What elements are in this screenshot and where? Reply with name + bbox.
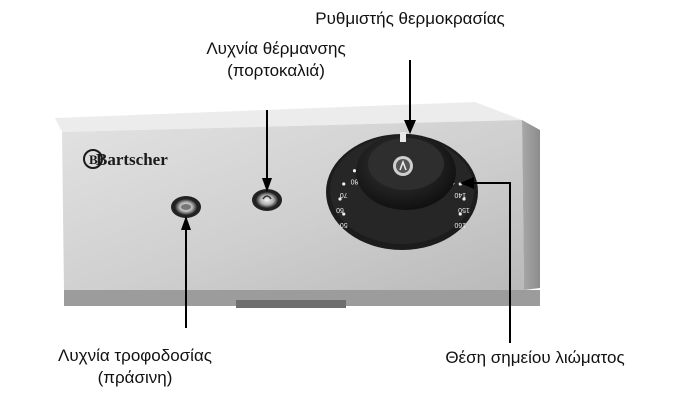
dial-scale-label: 150 xyxy=(458,206,470,213)
dial-dot xyxy=(462,197,466,201)
melting-point-label-text: Θέση σημείου λιώματος xyxy=(445,348,625,367)
dial-scale-label: 60 xyxy=(336,206,344,213)
panel-side xyxy=(522,120,540,290)
power-lamp xyxy=(171,196,201,218)
callout-lines xyxy=(185,60,511,343)
heating-lamp-label: Λυχνία θέρμανσης (πορτοκαλιά) xyxy=(176,38,376,82)
thermostat-knob xyxy=(356,132,456,210)
dial-scale-label: 160 xyxy=(454,221,466,228)
dial-dot xyxy=(342,182,346,186)
power-lamp-label-line2: (πράσινη) xyxy=(97,368,173,387)
callout-arrowheads xyxy=(181,120,474,230)
heating-lamp-label-line2: (πορτοκαλιά) xyxy=(227,61,325,80)
heating-lamp xyxy=(252,189,282,211)
panel-feet xyxy=(236,300,346,308)
dial-dot xyxy=(352,169,357,173)
dial-dot xyxy=(338,197,342,201)
panel-top-bevel xyxy=(55,102,522,132)
power-lamp-label-line1: Λυχνία τροφοδοσίας xyxy=(58,346,212,365)
heating-lamp-label-line1: Λυχνία θέρμανσης xyxy=(206,39,346,58)
thermostat-label-text: Ρυθμιστής θερμοκρασίας xyxy=(315,9,505,28)
thermostat-label: Ρυθμιστής θερμοκρασίας xyxy=(305,8,515,30)
logo-text: Bartscher xyxy=(96,150,168,169)
power-lamp-label: Λυχνία τροφοδοσίας (πράσινη) xyxy=(20,345,250,389)
melting-point-label: Θέση σημείου λιώματος xyxy=(400,347,670,369)
bartscher-logo: B Bartscher xyxy=(83,149,168,169)
dial-scale-label: 80 xyxy=(351,178,359,185)
dial-dot xyxy=(342,212,346,216)
dial-scale-label: 50 xyxy=(340,221,348,228)
panel-bottom xyxy=(64,290,540,306)
svg-text:B: B xyxy=(89,152,98,167)
dial-scale-label: 140 xyxy=(454,191,466,198)
dial-scale-label: 70 xyxy=(340,191,348,198)
dial-dot xyxy=(458,212,462,216)
